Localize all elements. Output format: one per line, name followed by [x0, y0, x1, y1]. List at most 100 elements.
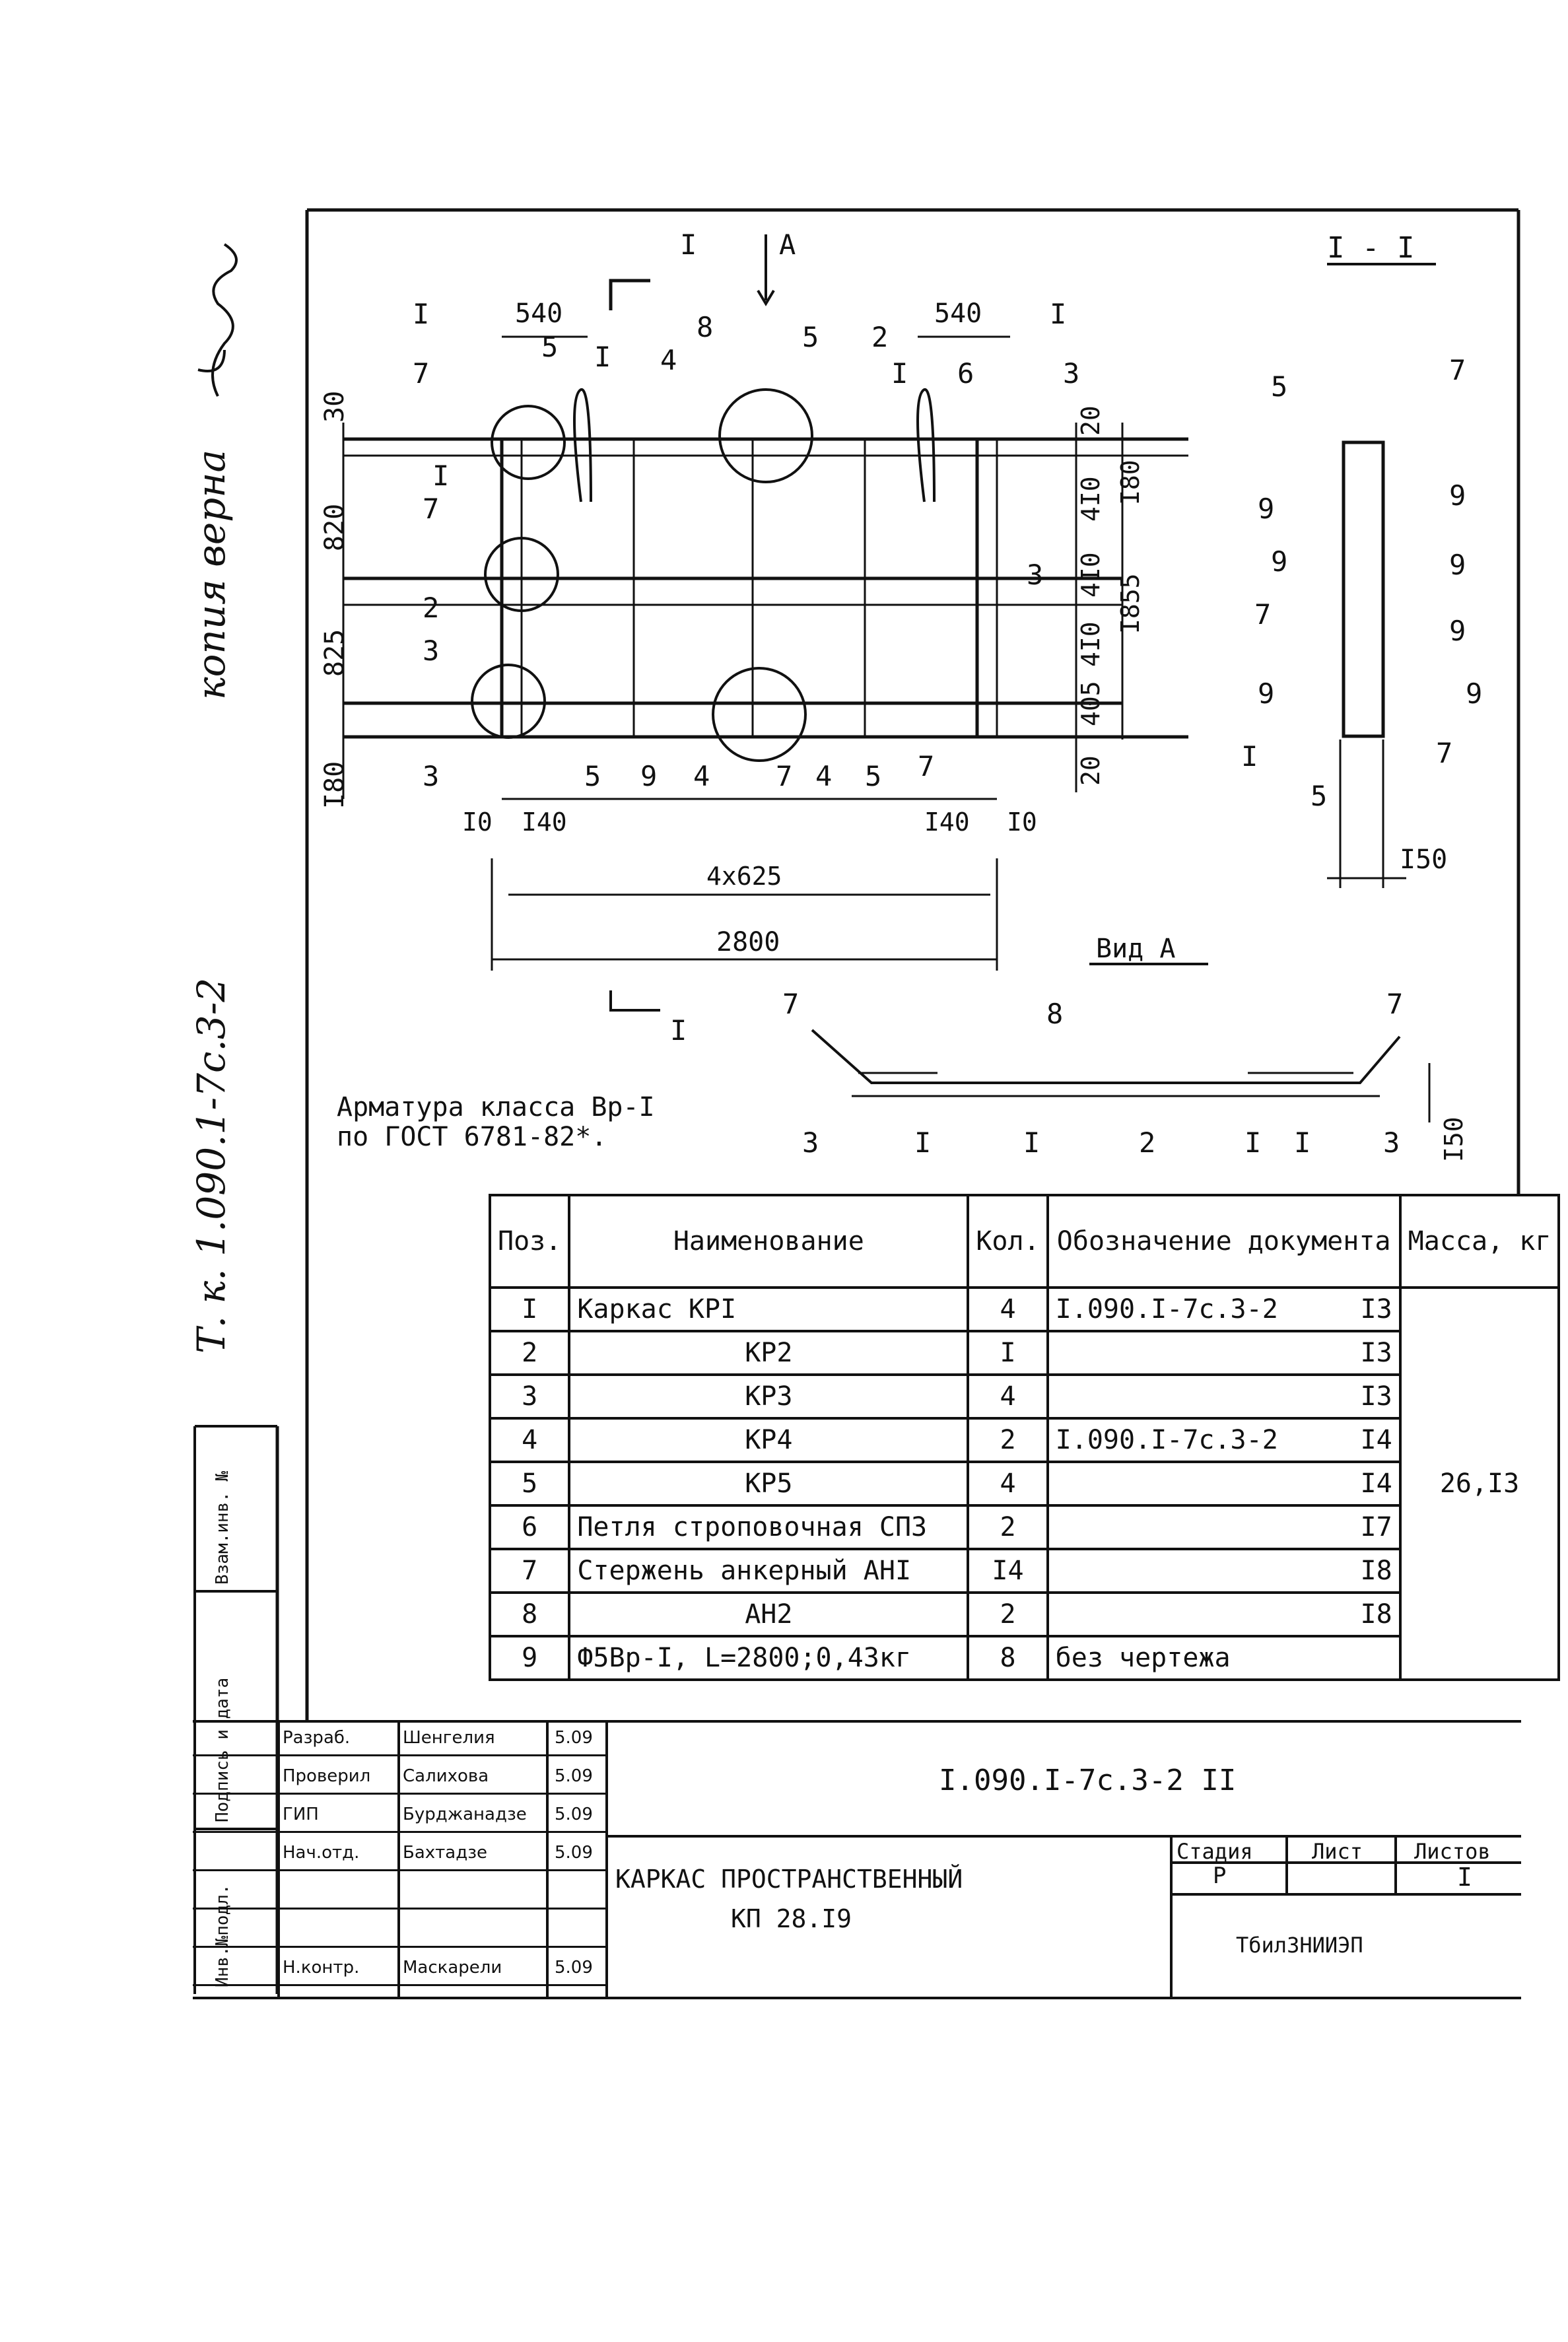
- spec-header-qty: Кол.: [967, 1194, 1049, 1289]
- spec-header-doc: Обозначение документа: [1046, 1194, 1402, 1289]
- dim-540-right: 540: [934, 298, 982, 329]
- callout-bottom-4: 7: [776, 760, 792, 792]
- section-callout-left-7: 5: [1311, 780, 1327, 812]
- view-a-callout-bottom-4: 2: [1139, 1126, 1155, 1159]
- spec-pos: 6: [488, 1504, 571, 1550]
- signer-date: 5.09: [555, 1728, 593, 1748]
- dim-20-bottom: 20: [1076, 755, 1105, 786]
- spec-name: Каркас КРI: [568, 1286, 970, 1332]
- callout-top-11: I: [1050, 298, 1066, 330]
- signer-role: Разраб.: [283, 1728, 351, 1748]
- callout-top-10: 3: [1063, 357, 1079, 390]
- callout-bottom-7: 7: [918, 750, 934, 782]
- dim-180-bottom: I80: [320, 761, 350, 809]
- spec-qty: 4: [967, 1461, 1049, 1507]
- callout-left-4: 2: [423, 592, 439, 624]
- signer-name: Шенгелия: [403, 1728, 495, 1748]
- spec-doc: [1046, 1373, 1326, 1420]
- section-callout-left-5: 9: [1258, 677, 1274, 710]
- dim-1855: I855: [1116, 573, 1145, 634]
- callout-top-6: 5: [802, 321, 819, 353]
- dim-20-top: 20: [1076, 405, 1105, 436]
- callout-right-3: 3: [1027, 559, 1043, 591]
- dim-405: 405: [1076, 681, 1105, 726]
- signer-name: Бурджанадзе: [403, 1805, 527, 1824]
- section-callout-right-3: 9: [1449, 549, 1466, 581]
- callout-top-4: 4: [660, 344, 677, 376]
- view-a-callout-bottom-7: 3: [1383, 1126, 1400, 1159]
- dim-410-a: 4I0: [1076, 476, 1105, 522]
- spec-name: КР5: [568, 1461, 970, 1507]
- spec-doc: без чертежа: [1046, 1635, 1326, 1681]
- section-callout-left-3: 9: [1271, 545, 1287, 578]
- section-callout-left-2: 9: [1258, 493, 1274, 525]
- spec-pos: 9: [488, 1635, 571, 1681]
- spec-qty: 4: [967, 1373, 1049, 1420]
- spec-doc: I.090.I-7с.3-2: [1046, 1286, 1326, 1332]
- callout-left-3: 7: [423, 493, 439, 525]
- section-callout-right-4: 9: [1449, 615, 1466, 647]
- callout-top-2: 5: [541, 331, 558, 363]
- section-view: [1327, 263, 1436, 888]
- spec-name: Петля строповочная СП3: [568, 1504, 970, 1550]
- spec-sheet: I3: [1326, 1373, 1402, 1420]
- sheet-label: Лист: [1312, 1839, 1363, 1864]
- view-marker: A: [779, 228, 796, 261]
- spec-name: Ф5Вр-I, L=2800;0,43кг: [568, 1635, 970, 1681]
- callout-left-1: 7: [413, 357, 429, 390]
- spec-sheet: [1326, 1635, 1402, 1681]
- spec-pos: 3: [488, 1373, 571, 1420]
- title-name-line1: КАРКАС ПРОСТРАНСТВЕННЫЙ: [615, 1865, 963, 1894]
- note-line-1: Арматура класса Вр-I: [337, 1092, 655, 1122]
- organization: ТбилЗНИИЭП: [1236, 1933, 1363, 1958]
- dim-820: 820: [320, 504, 350, 551]
- dim-825: 825: [320, 629, 350, 677]
- section-callout-right-6: 7: [1436, 737, 1452, 769]
- view-a-title: Вид А: [1096, 934, 1175, 964]
- spec-header-mass: Масса, кг: [1398, 1194, 1561, 1289]
- signer-role: Проверил: [283, 1766, 371, 1786]
- spec-sheet: I3: [1326, 1330, 1402, 1376]
- sheet-frame: [193, 208, 1520, 1994]
- spec-sheet: I8: [1326, 1548, 1402, 1594]
- spec-qty: 4: [967, 1286, 1049, 1332]
- dim-140-left: I40: [522, 808, 567, 837]
- view-a-callout-top-1: 7: [782, 988, 799, 1020]
- view-a-callout-bottom-3: I: [1023, 1126, 1040, 1159]
- spec-name: КР3: [568, 1373, 970, 1420]
- stage-label: Стадия: [1176, 1839, 1253, 1864]
- plan-view: [342, 234, 1188, 971]
- signer-role: Н.контр.: [283, 1958, 360, 1978]
- spec-sheet: I7: [1326, 1504, 1402, 1550]
- copy-note: копия верна: [189, 450, 234, 700]
- signer-name: Бахтадзе: [403, 1843, 488, 1863]
- callout-left-2: I: [432, 460, 449, 492]
- callout-bottom-6: 5: [865, 760, 881, 792]
- signer-role: ГИП: [283, 1805, 319, 1824]
- stage-value: Р: [1213, 1863, 1227, 1889]
- spec-sheet: I4: [1326, 1461, 1402, 1507]
- section-callout-left-6: I: [1241, 740, 1258, 773]
- spec-sheet: I3: [1326, 1286, 1402, 1332]
- spec-pos: 5: [488, 1461, 571, 1507]
- dim-30: 30: [320, 391, 350, 423]
- spec-header-name: Наименование: [568, 1194, 970, 1289]
- spec-doc: [1046, 1548, 1326, 1594]
- dim-140-right: I40: [924, 808, 970, 837]
- spec-qty: 2: [967, 1417, 1049, 1463]
- spec-name: КР4: [568, 1417, 970, 1463]
- dim-2800: 2800: [716, 927, 780, 957]
- signer-name: Салихова: [403, 1766, 489, 1786]
- signer-date: 5.09: [555, 1958, 593, 1978]
- signer-date: 5.09: [555, 1766, 593, 1786]
- spec-qty: 2: [967, 1591, 1049, 1637]
- view-a-callout-top-3: 7: [1386, 988, 1403, 1020]
- doc-ref-note: Т. к. 1.090.1-7с.3-2: [189, 978, 234, 1354]
